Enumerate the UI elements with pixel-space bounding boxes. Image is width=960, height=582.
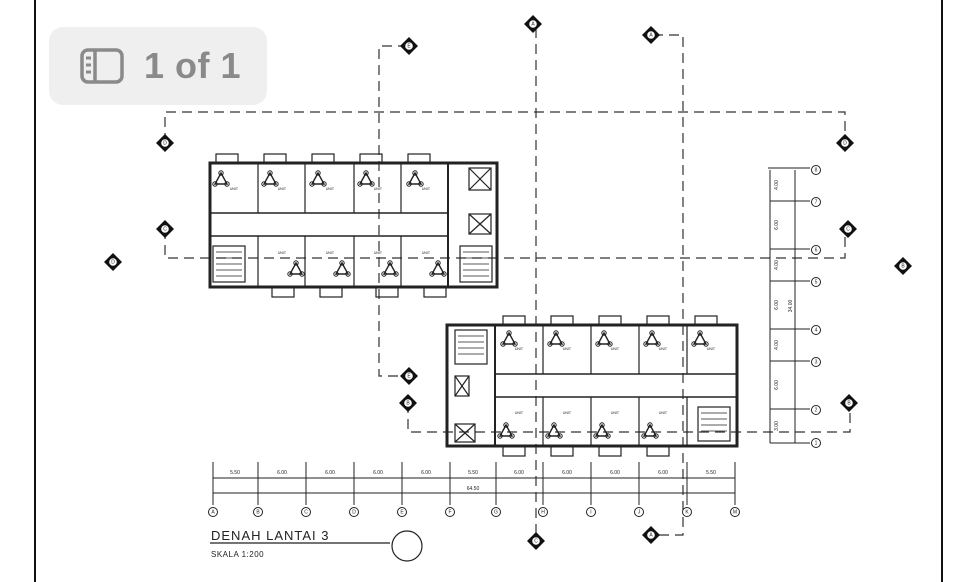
dimension-label: 5.50 bbox=[230, 470, 240, 476]
column-grid-label: M bbox=[733, 509, 737, 515]
section-marker-label: A bbox=[649, 32, 653, 38]
dimension-label: 4.00 bbox=[774, 180, 780, 190]
column-grid-label: E bbox=[400, 509, 404, 515]
dimension-label: 6.00 bbox=[610, 470, 620, 476]
sidebar-panel-icon[interactable] bbox=[80, 48, 124, 84]
unit-label: UNIT bbox=[659, 347, 668, 351]
dimension-label: 4.00 bbox=[774, 340, 780, 350]
column-grid-label: A bbox=[211, 509, 215, 515]
vertical-dimension-lines bbox=[768, 167, 810, 444]
page-indicator[interactable]: 1 of 1 bbox=[49, 27, 267, 105]
dimension-label: 6.00 bbox=[514, 470, 524, 476]
row-grid-label: 7 bbox=[815, 199, 818, 205]
unit-label: UNIT bbox=[374, 187, 383, 191]
section-marker-label: B bbox=[847, 400, 851, 406]
column-grid-label: G bbox=[494, 509, 498, 515]
row-grid-label: 4 bbox=[815, 327, 818, 333]
column-grid-label: D bbox=[352, 509, 356, 515]
row-grid-label: 6 bbox=[815, 247, 818, 253]
unit-label: UNIT bbox=[422, 187, 431, 191]
unit-label: UNIT bbox=[611, 411, 620, 415]
dimension-label: 6.00 bbox=[562, 470, 572, 476]
drawing-title: DENAH LANTAI 3 bbox=[211, 528, 330, 543]
unit-label: UNIT bbox=[326, 187, 335, 191]
dimension-label: 6.00 bbox=[373, 470, 383, 476]
column-grid-label: B bbox=[256, 509, 260, 515]
row-grid-label: 5 bbox=[815, 279, 818, 285]
column-grid-label: K bbox=[685, 509, 689, 515]
column-grid-label: F bbox=[448, 509, 451, 515]
building-upper bbox=[208, 153, 499, 298]
unit-label: UNIT bbox=[515, 411, 524, 415]
unit-label: UNIT bbox=[422, 251, 431, 255]
section-marker-label: E bbox=[407, 373, 411, 379]
row-grid-bubbles bbox=[811, 165, 821, 448]
dimension-label: 6.00 bbox=[277, 470, 287, 476]
unit-label: UNIT bbox=[278, 251, 287, 255]
drawing-scale: SKALA 1:200 bbox=[211, 550, 264, 559]
page-border-right bbox=[941, 0, 943, 582]
section-marker-label: A bbox=[531, 21, 535, 27]
section-marker-label: E bbox=[407, 43, 411, 49]
unit-label: UNIT bbox=[278, 187, 287, 191]
dimension-label: 6.00 bbox=[658, 470, 668, 476]
dimension-label: 4.00 bbox=[774, 260, 780, 270]
section-marker-label: B bbox=[901, 263, 905, 269]
north-arrow-circle bbox=[391, 530, 423, 562]
dimension-label: 6.00 bbox=[774, 220, 780, 230]
section-marker-label: A bbox=[649, 532, 653, 538]
dimension-label: 6.00 bbox=[774, 300, 780, 310]
total-height-label: 34.00 bbox=[788, 300, 794, 313]
unit-label: UNIT bbox=[563, 347, 572, 351]
column-grid-label: H bbox=[541, 509, 545, 515]
row-grid-label: 2 bbox=[815, 407, 818, 413]
dimension-label: 6.00 bbox=[421, 470, 431, 476]
column-grid-label: I bbox=[590, 509, 591, 515]
column-grid-label: J bbox=[638, 509, 641, 515]
column-grid-bubbles bbox=[208, 507, 740, 517]
dimension-label: 3.00 bbox=[774, 421, 780, 431]
row-grid-label: 3 bbox=[815, 359, 818, 365]
section-marker-label: B bbox=[406, 400, 410, 406]
page-border-left bbox=[34, 0, 36, 582]
page-count-label: 1 of 1 bbox=[144, 45, 242, 86]
column-grid-label: C bbox=[304, 509, 308, 515]
section-marker-label: C bbox=[846, 226, 850, 232]
unit-label: UNIT bbox=[326, 251, 335, 255]
building-lower bbox=[445, 315, 739, 457]
unit-label: UNIT bbox=[611, 347, 620, 351]
unit-label: UNIT bbox=[374, 251, 383, 255]
unit-label: UNIT bbox=[230, 187, 239, 191]
section-marker-label: C bbox=[163, 226, 167, 232]
section-lines bbox=[164, 28, 851, 540]
row-grid-label: 8 bbox=[815, 167, 818, 173]
dimension-label: 5.50 bbox=[468, 470, 478, 476]
unit-label: UNIT bbox=[563, 411, 572, 415]
dimension-label: 6.00 bbox=[325, 470, 335, 476]
total-width-label: 64.50 bbox=[467, 486, 480, 492]
section-marker-label: D bbox=[111, 259, 115, 265]
section-marker-label: D bbox=[163, 140, 167, 146]
dimension-label: 5.50 bbox=[706, 470, 716, 476]
unit-label: UNIT bbox=[515, 347, 524, 351]
unit-label: UNIT bbox=[659, 411, 668, 415]
section-marker-label: D bbox=[843, 140, 847, 146]
unit-label: UNIT bbox=[707, 347, 716, 351]
horizontal-dimension-lines bbox=[212, 462, 736, 505]
row-grid-label: 1 bbox=[815, 440, 818, 446]
dimension-label: 6.00 bbox=[774, 380, 780, 390]
section-marker-label: C bbox=[534, 538, 538, 544]
